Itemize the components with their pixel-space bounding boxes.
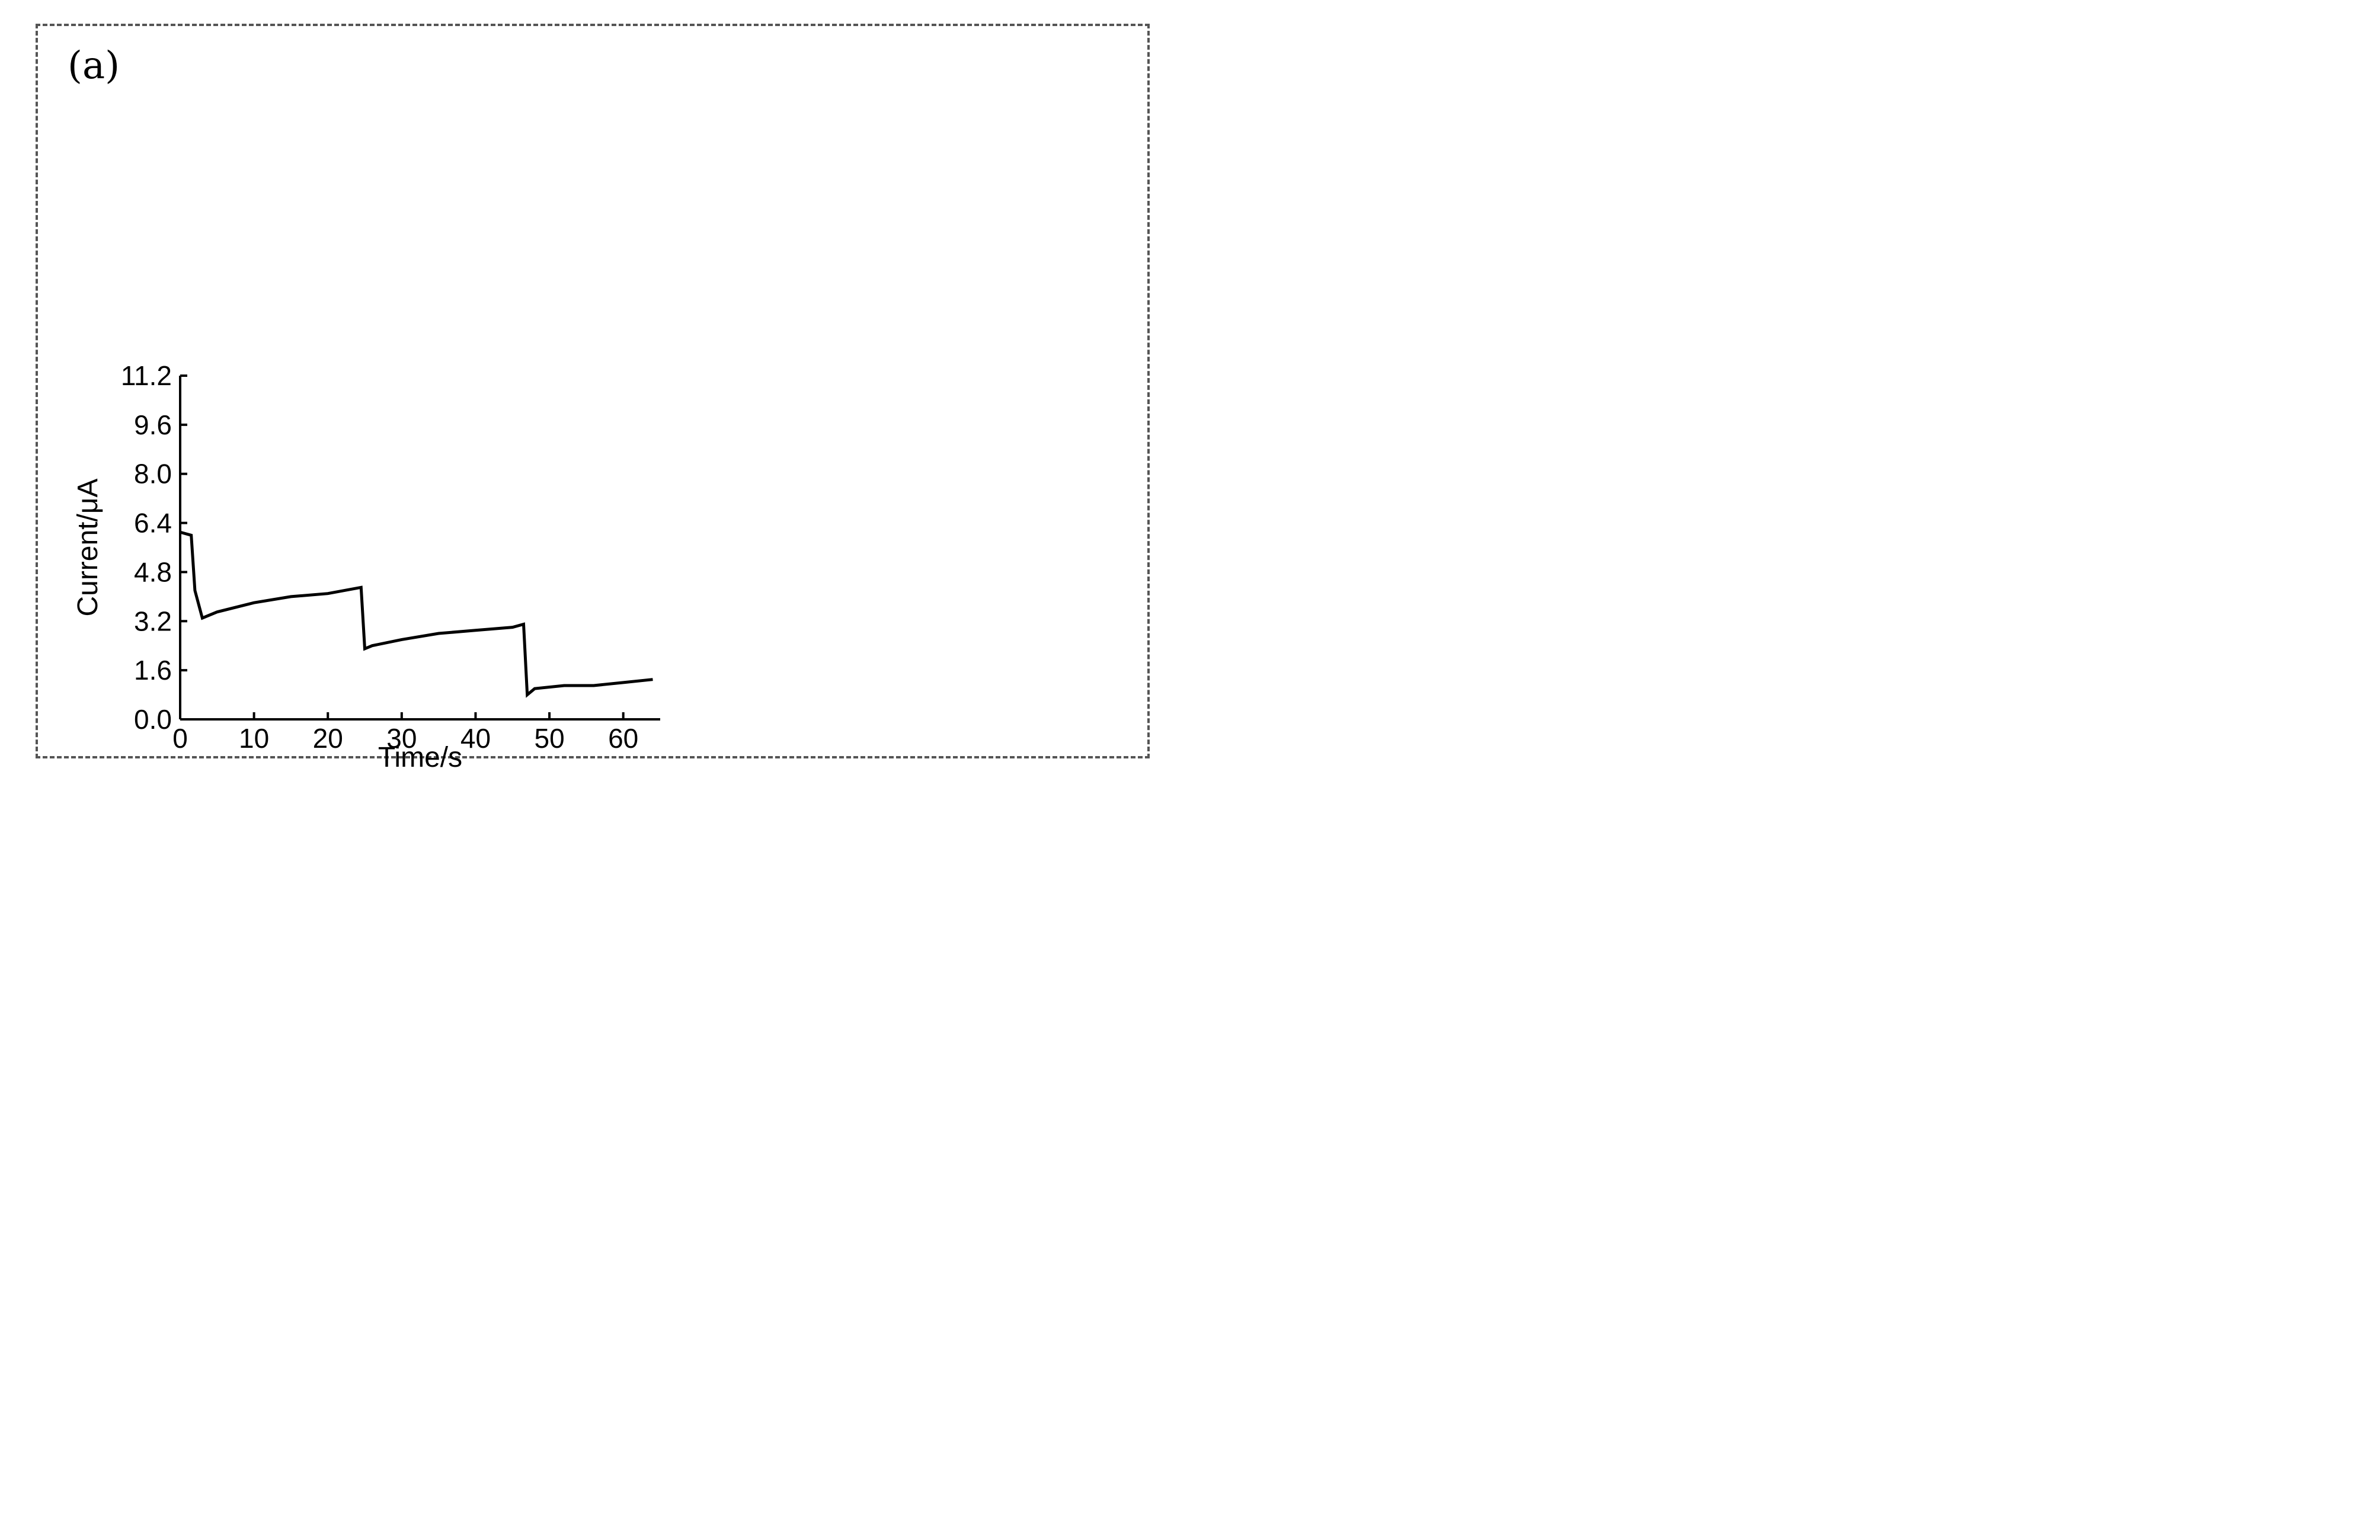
y-tick-label: 1.6: [134, 655, 172, 686]
x-tick-label: 50: [534, 723, 564, 754]
x-tick-label: 20: [313, 723, 343, 754]
y-tick-label: 11.2: [121, 360, 172, 391]
y-tick-label: 0.0: [134, 704, 172, 735]
y-tick-label: 6.4: [134, 508, 172, 539]
x-tick-label: 60: [608, 723, 638, 754]
y-tick-label: 4.8: [134, 556, 172, 587]
y-ticks: 0.0 1.6 3.2 4.8 6.4 8.0 9.6 11.2: [121, 360, 187, 735]
x-tick-label: 30: [386, 723, 417, 754]
x-axis-title: Time/s: [378, 742, 462, 773]
x-tick-label: 40: [460, 723, 491, 754]
panel-a: (a) 0 10 20 30 40 50 60 0.0 1.6 3.2 4.8 6.4 8.0 9.6 1…: [36, 24, 1150, 773]
y-tick-label: 9.6: [134, 409, 172, 440]
y-axis-title: Current/μA: [72, 478, 104, 616]
y-tick-label: 8.0: [134, 459, 172, 489]
x-tick-label: 10: [239, 723, 269, 754]
panel-label: (a): [68, 44, 120, 88]
x-ticks: 0 10 20 30 40 50 60: [172, 712, 638, 754]
series-line: [180, 530, 653, 698]
y-tick-label: 3.2: [134, 606, 172, 636]
x-tick-label: 0: [172, 723, 188, 754]
